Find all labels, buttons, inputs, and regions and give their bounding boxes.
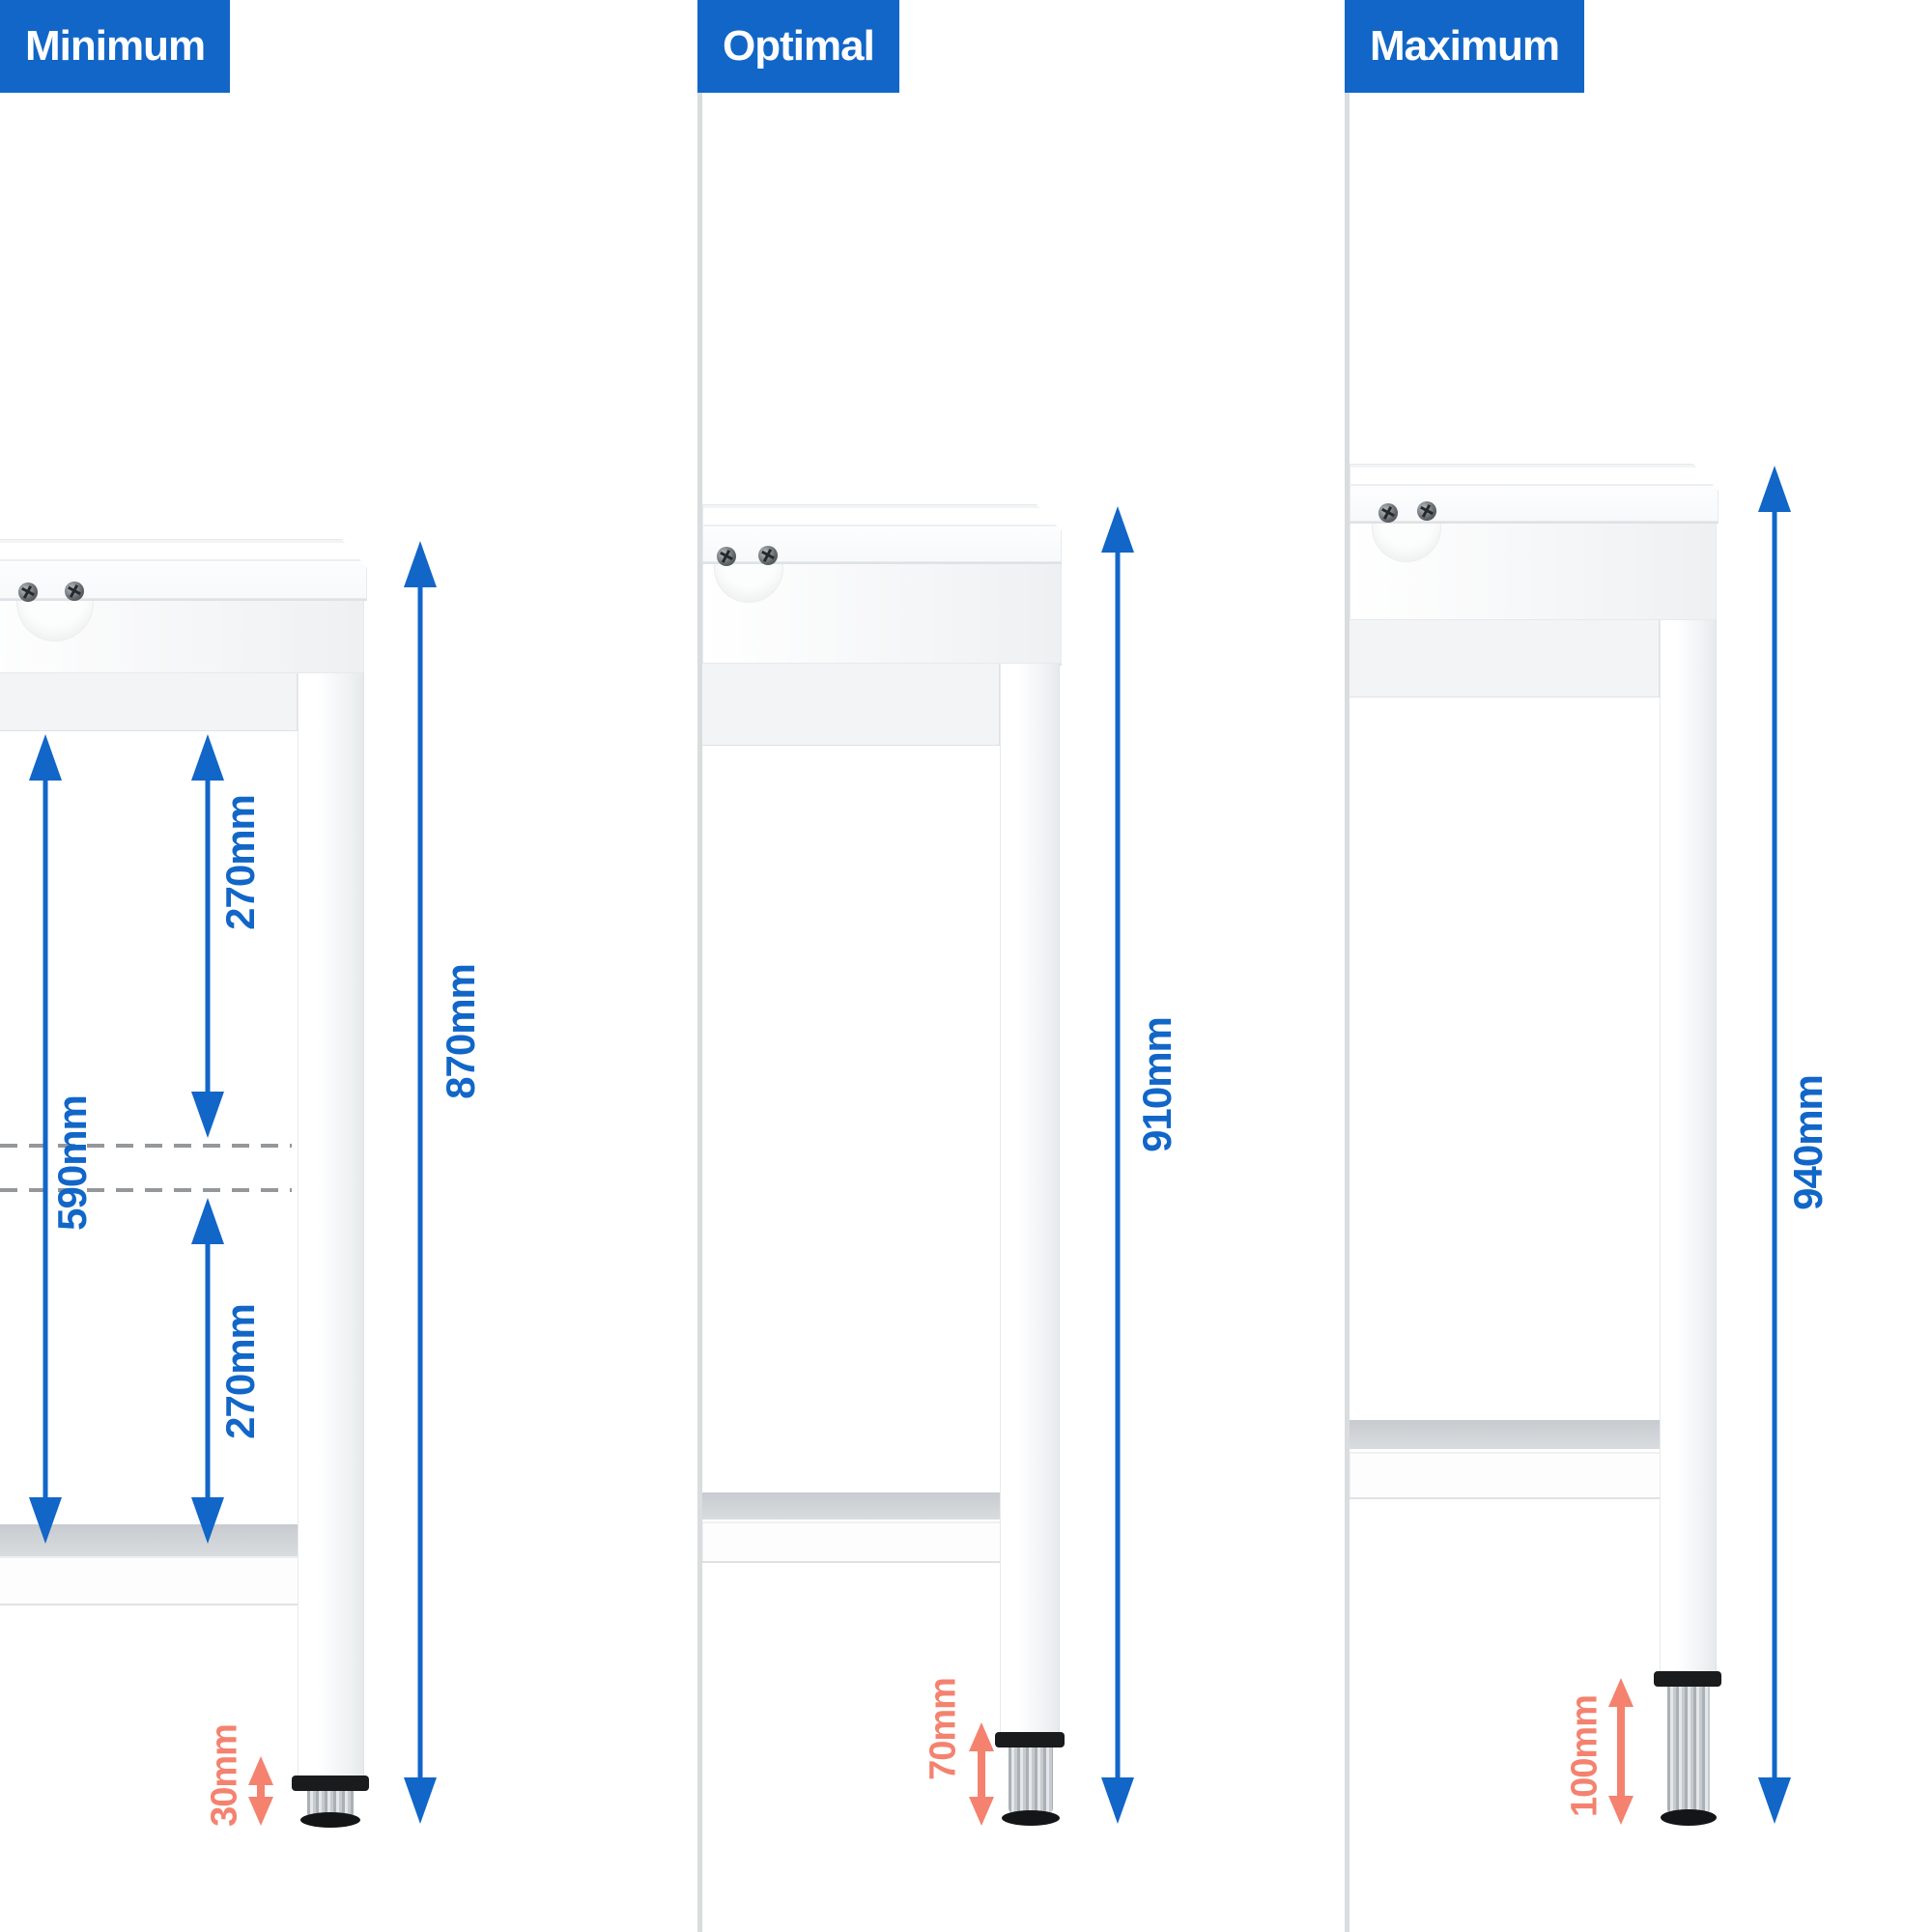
- foot-height-label: 30mm: [204, 1724, 245, 1827]
- screw-icon: [758, 546, 778, 565]
- foot-base: [1002, 1810, 1060, 1826]
- tabletop: [1350, 464, 1719, 524]
- table-underside: [1350, 620, 1660, 697]
- screw-icon: [1378, 503, 1398, 523]
- screw-icon: [1417, 501, 1436, 521]
- bottom-shelf-front: [1350, 1452, 1662, 1499]
- dimension-label: 910mm: [1134, 1017, 1179, 1152]
- foot-cap: [995, 1732, 1065, 1747]
- adjustable-foot: [1009, 1747, 1053, 1813]
- foot-height-arrow: [248, 1756, 273, 1826]
- dimension-label: 940mm: [1785, 1075, 1831, 1210]
- bottom-shelf-top: [1350, 1420, 1660, 1449]
- foot-cap: [292, 1776, 369, 1791]
- upper-gap-arrow: [191, 734, 224, 1138]
- table-leg: [298, 673, 364, 1776]
- total-height-arrow: [404, 541, 437, 1824]
- foot-height-arrow: [1608, 1678, 1634, 1825]
- shelf-position-dashed-line: [0, 1188, 292, 1192]
- panel-header-minimum: Minimum: [0, 0, 231, 93]
- shelf-position-dashed-line: [0, 1144, 292, 1148]
- dimension-label: 870mm: [438, 964, 483, 1099]
- panel-label: Maximum: [1370, 22, 1560, 70]
- tabletop: [702, 504, 1062, 564]
- tabletop: [0, 539, 367, 601]
- panel-divider: [697, 0, 702, 1932]
- adjustable-foot: [1667, 1687, 1710, 1814]
- table-leg: [1000, 664, 1060, 1732]
- bottom-shelf-front: [702, 1521, 1002, 1563]
- foot-height-arrow: [969, 1722, 994, 1826]
- dimension-label: 590mm: [49, 1095, 95, 1231]
- screw-icon: [65, 582, 84, 601]
- table-underside: [702, 664, 1000, 746]
- foot-cap: [1654, 1671, 1721, 1687]
- dimension-label: 270mm: [217, 1304, 263, 1439]
- screw-icon: [717, 547, 736, 566]
- clearance-arrow: [29, 734, 62, 1544]
- total-height-arrow: [1101, 506, 1134, 1824]
- foot-height-label: 100mm: [1564, 1695, 1605, 1817]
- lower-gap-arrow: [191, 1198, 224, 1544]
- foot-base: [300, 1812, 360, 1828]
- dimension-label: 270mm: [217, 795, 263, 930]
- panel-header-optimal: Optimal: [697, 0, 899, 93]
- screw-icon: [18, 582, 38, 602]
- foot-height-label: 70mm: [923, 1678, 964, 1780]
- panel-label: Optimal: [723, 22, 875, 70]
- panel-header-maximum: Maximum: [1345, 0, 1584, 93]
- panel-divider: [1345, 0, 1350, 1932]
- bottom-shelf-front: [0, 1556, 301, 1605]
- bottom-shelf-top: [702, 1492, 1000, 1520]
- total-height-arrow: [1758, 466, 1791, 1824]
- panel-label: Minimum: [25, 22, 206, 70]
- table-underside: [0, 673, 298, 731]
- table-leg: [1660, 620, 1717, 1671]
- foot-base: [1661, 1809, 1717, 1826]
